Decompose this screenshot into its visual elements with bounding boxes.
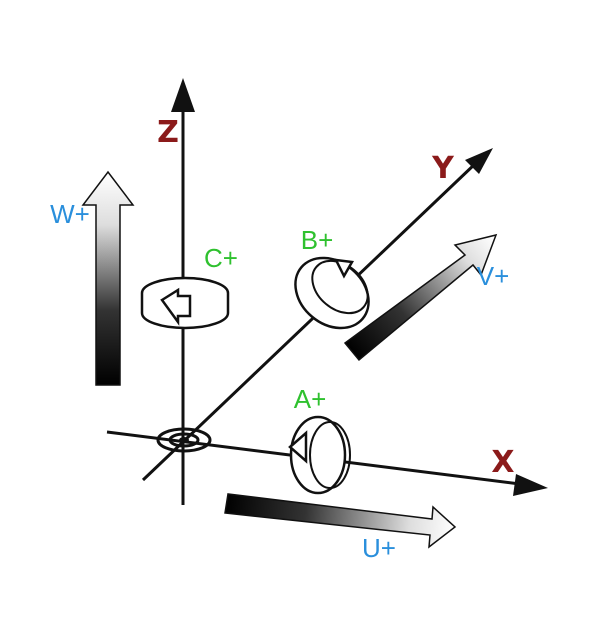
b-rotary-symbol: [294, 256, 370, 330]
w-linear-label: W+: [50, 199, 90, 229]
v-linear-arrow: [343, 233, 498, 362]
a-rotary-label: A+: [294, 384, 327, 414]
y-axis: [141, 148, 493, 482]
u-linear-label: U+: [362, 533, 396, 563]
y-axis-label: Y: [431, 151, 455, 186]
u-linear-arrow: [224, 493, 457, 549]
a-rotary-symbol: [288, 415, 351, 495]
x-axis-arrowhead: [513, 474, 548, 496]
z-axis-label: Z: [157, 115, 179, 150]
v-linear-label: V+: [477, 261, 510, 291]
z-axis-arrowhead: [171, 78, 195, 112]
c-rotary-label: C+: [204, 243, 238, 273]
b-rotary-label: B+: [301, 225, 334, 255]
x-axis-label: X: [491, 445, 514, 480]
origin-marker: [156, 427, 212, 453]
c-rotary-symbol: [140, 276, 230, 330]
y-axis-arrowhead: [465, 148, 493, 174]
w-linear-arrow: [81, 170, 135, 386]
